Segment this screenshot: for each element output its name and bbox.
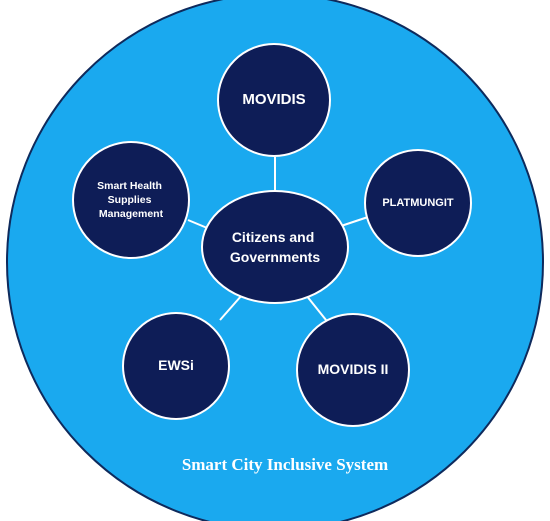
node-movidis-circle — [217, 43, 331, 157]
node-movidis: MOVIDIS — [217, 43, 331, 157]
node-ewsi-label: EWSi — [158, 357, 194, 373]
node-movidis-label: MOVIDIS — [242, 91, 305, 108]
connector-ewsi — [219, 294, 243, 321]
node-center-ellipse — [201, 190, 349, 304]
node-smart-health: Smart Health Supplies Management — [72, 141, 190, 259]
node-platmungit-label: PLATMUNGIT — [382, 197, 454, 209]
node-smart-health-circle — [72, 141, 190, 259]
system-caption: Smart City Inclusive System — [182, 455, 388, 474]
node-movidis-ii-label: MOVIDIS II — [318, 361, 389, 377]
node-platmungit: PLATMUNGIT — [364, 149, 472, 257]
node-center-label: Citizens and Governments — [230, 229, 320, 265]
node-movidis-ii-circle — [296, 313, 410, 427]
node-smart-health-label: Smart Health Supplies Management — [97, 180, 165, 220]
node-ewsi-circle — [122, 312, 230, 420]
node-ewsi: EWSi — [122, 312, 230, 420]
node-platmungit-circle — [364, 149, 472, 257]
node-movidis-ii: MOVIDIS II — [296, 313, 410, 427]
node-center: Citizens and Governments — [201, 190, 349, 304]
